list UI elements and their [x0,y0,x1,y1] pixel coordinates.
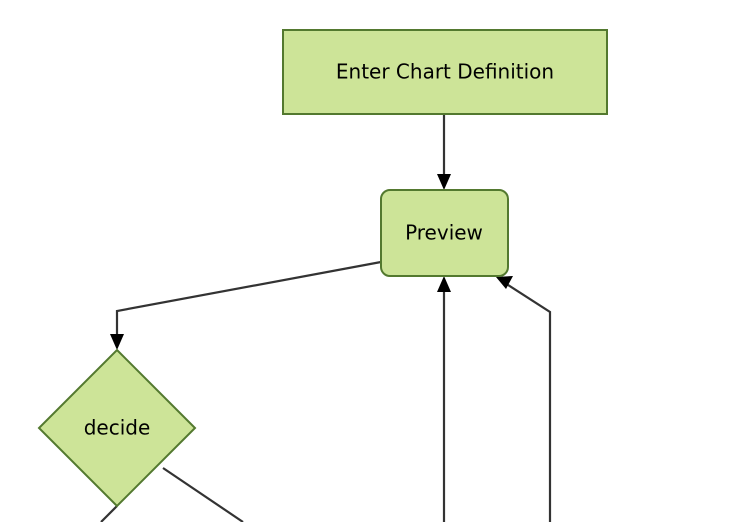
node-label-enter-chart-definition: Enter Chart Definition [336,60,554,84]
node-diamond[interactable] [37,348,197,508]
arrow-head-icon [110,334,124,350]
edge-center-to-preview [437,276,451,522]
node-label-preview: Preview [405,221,483,245]
arrow-head-icon [496,276,513,289]
edge-line [115,260,382,340]
edge-preview-to-decide [110,260,382,350]
arrow-head-icon [437,276,451,292]
edge-line [100,505,118,522]
edge-decide-to-bottom-left [100,505,118,522]
edge-line [504,282,552,522]
edge-line [162,467,244,522]
node-label-decide: decide [84,416,151,440]
arrow-head-icon [437,174,451,190]
node-decide[interactable]: decide [37,348,197,508]
node-rounded-rectangle[interactable] [380,189,509,277]
node-enter-chart-definition[interactable]: Enter Chart Definition [282,29,608,115]
edge-right-to-preview [496,276,552,522]
node-rectangle[interactable] [282,29,608,115]
edge-decide-to-bottom-right [162,467,244,522]
node-preview[interactable]: Preview [380,189,509,277]
edge-enter-to-preview [437,114,451,190]
